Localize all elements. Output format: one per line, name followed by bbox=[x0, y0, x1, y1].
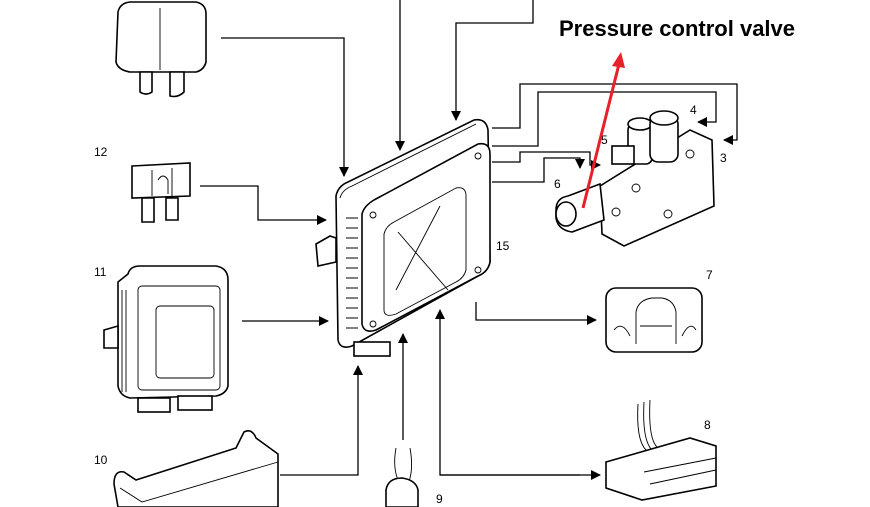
annotation-title: Pressure control valve bbox=[559, 16, 795, 41]
label-12: 12 bbox=[94, 145, 108, 159]
module-10-part bbox=[113, 430, 279, 507]
control-unit-15-part bbox=[315, 118, 491, 357]
label-9: 9 bbox=[436, 492, 443, 506]
connector-8-part bbox=[605, 399, 717, 501]
label-11: 11 bbox=[94, 265, 107, 279]
fuse-part bbox=[131, 162, 191, 223]
label-15: 15 bbox=[496, 239, 510, 253]
warning-lamp-7-part bbox=[605, 287, 703, 353]
label-3: 3 bbox=[720, 151, 727, 165]
connection-lines bbox=[200, 0, 738, 480]
label-8: 8 bbox=[704, 418, 711, 432]
annotation-arrow bbox=[581, 52, 625, 209]
label-6: 6 bbox=[554, 177, 561, 191]
label-5: 5 bbox=[601, 133, 608, 147]
label-7: 7 bbox=[706, 268, 713, 282]
label-10: 10 bbox=[94, 453, 108, 467]
label-4: 4 bbox=[690, 103, 697, 117]
relay-part bbox=[115, 1, 207, 98]
ecu-11-part bbox=[103, 265, 229, 413]
sensor-9-part bbox=[385, 447, 419, 507]
pressure-control-valve-part bbox=[555, 110, 715, 247]
